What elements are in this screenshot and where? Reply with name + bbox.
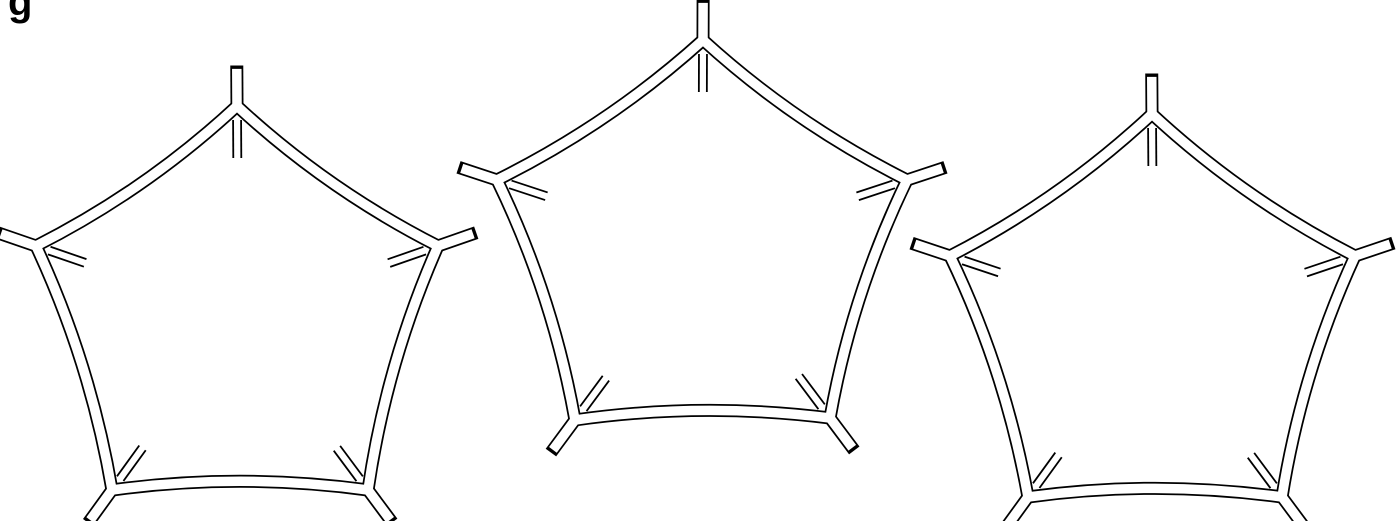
vertex-stub-band — [466, 170, 497, 180]
vertex-tick-mark — [1033, 453, 1055, 484]
vertex-tick-mark — [1039, 457, 1061, 488]
vertex-tick-mark — [117, 446, 139, 477]
pentagon-edge-band — [36, 106, 438, 490]
vertex-tick-mark — [123, 450, 145, 481]
vertex-tick-mark — [340, 446, 363, 476]
vertex-stub-band — [919, 246, 950, 256]
vertex-tick-mark — [1254, 453, 1277, 483]
pentagon-frame-right — [918, 80, 1387, 521]
vertex-tick-mark — [802, 374, 825, 404]
pentagon-frame-middle — [465, 6, 940, 447]
pentagon-frame-left — [4, 72, 470, 518]
pentagon-edge-band — [497, 40, 907, 420]
vertex-tick-mark — [587, 381, 610, 412]
vertex-tick-mark — [1248, 458, 1271, 488]
vertex-tick-mark — [334, 451, 357, 481]
vertex-stub-band — [1355, 246, 1386, 256]
vertex-tick-mark — [796, 379, 819, 409]
vertex-stub-band — [5, 235, 36, 246]
vertex-tick-mark — [580, 376, 603, 407]
vertex-stub-band — [438, 235, 469, 246]
vertex-stub-band — [907, 170, 938, 180]
